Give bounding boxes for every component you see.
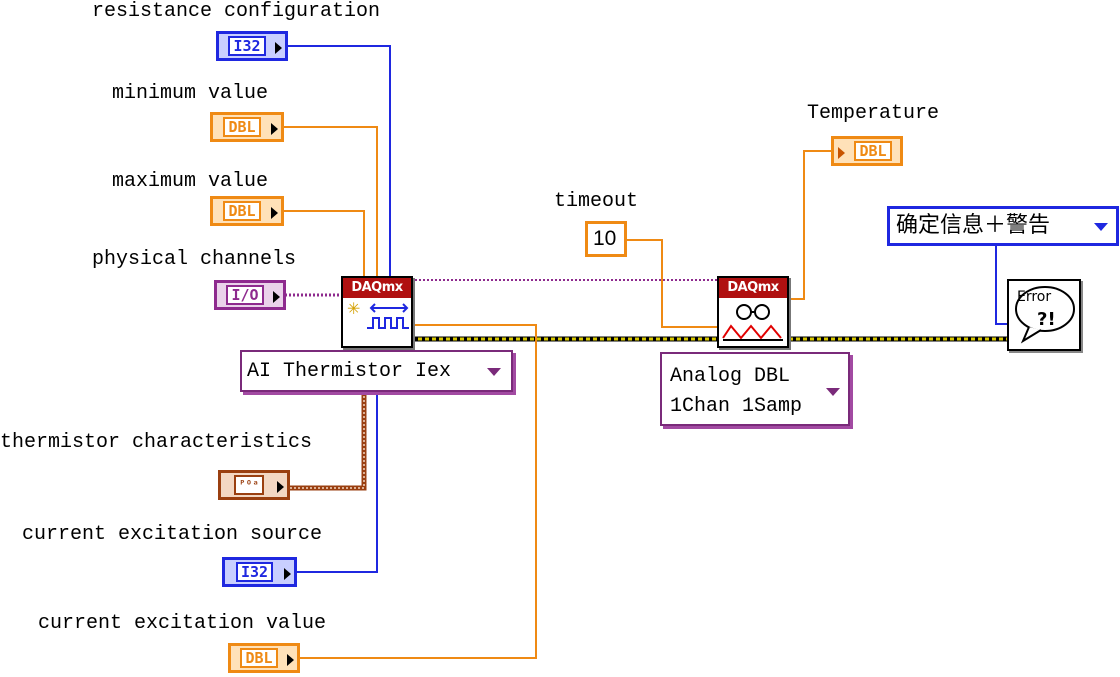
wire-thermistor-characteristics xyxy=(290,348,365,489)
selector-value: AI Thermistor Iex xyxy=(247,360,452,383)
arrow-right-icon xyxy=(273,291,280,303)
read-glasses-icon xyxy=(722,304,783,341)
selector-value-line1: Analog DBL xyxy=(670,365,791,388)
terminal-minimum-value[interactable]: DBL xyxy=(210,112,284,142)
label-current-excitation-value: current excitation value xyxy=(38,612,327,635)
terminal-physical-channels[interactable]: I/O xyxy=(214,280,286,310)
svg-text:✳: ✳ xyxy=(347,299,360,318)
wire-current-excitation-source xyxy=(297,348,378,573)
arrow-right-icon xyxy=(838,147,845,159)
terminal-current-excitation-source[interactable]: I32 xyxy=(222,557,297,587)
simple-error-handler-vi[interactable]: Error ?! xyxy=(1007,279,1081,351)
selector-value: 确定信息＋警告 xyxy=(896,213,1051,238)
terminal-type-label: DBL xyxy=(223,201,261,221)
terminal-current-excitation-value[interactable]: DBL xyxy=(228,643,300,673)
chevron-down-icon xyxy=(1094,223,1108,231)
create-channel-icon: ✳ xyxy=(347,299,409,329)
arrow-right-icon xyxy=(287,654,294,666)
label-thermistor-characteristics: thermistor characteristics xyxy=(0,431,313,454)
terminal-maximum-value[interactable]: DBL xyxy=(210,196,284,226)
wire-timeout xyxy=(627,239,718,328)
terminal-type-label: I32 xyxy=(228,36,266,56)
selector-error-dialog-type[interactable]: 确定信息＋警告 xyxy=(887,206,1119,246)
daqmx-create-channel-vi[interactable]: DAQmx ✳ xyxy=(341,276,413,348)
chevron-down-icon xyxy=(487,368,501,376)
label-maximum-value: maximum value xyxy=(112,170,269,193)
selector-create-channel-mode[interactable]: AI Thermistor Iex xyxy=(240,350,513,392)
wire-resistance-configuration xyxy=(287,45,391,278)
constant-timeout[interactable]: 10 xyxy=(585,221,627,257)
wire-minimum-value xyxy=(283,126,378,278)
terminal-thermistor-characteristics[interactable]: ᴾᴼᵃ xyxy=(218,470,290,500)
terminal-type-label: DBL xyxy=(854,141,892,161)
wire-current-excitation-value xyxy=(300,324,537,659)
label-current-excitation-source: current excitation source xyxy=(22,523,323,546)
arrow-right-icon xyxy=(271,207,278,219)
label-minimum-value: minimum value xyxy=(112,82,269,105)
terminal-resistance-configuration[interactable]: I32 xyxy=(216,31,288,61)
error-mark: ?! xyxy=(1037,309,1056,330)
chevron-down-icon xyxy=(826,388,840,396)
label-temperature: Temperature xyxy=(807,102,940,125)
wire-maximum-value xyxy=(283,210,365,278)
arrow-right-icon xyxy=(284,568,291,580)
terminal-type-label: I/O xyxy=(226,285,264,305)
label-timeout: timeout xyxy=(554,190,639,213)
arrow-right-icon xyxy=(271,123,278,135)
label-physical-channels: physical channels xyxy=(92,248,297,271)
wire-dialog-type xyxy=(995,246,1008,325)
label-resistance-configuration: resistance configuration xyxy=(92,0,381,23)
speech-bubble-icon xyxy=(1015,286,1075,344)
selector-read-mode[interactable]: Analog DBL 1Chan 1Samp xyxy=(660,352,850,426)
arrow-right-icon xyxy=(277,481,284,493)
terminal-type-label: I32 xyxy=(235,562,274,582)
terminal-temperature[interactable]: DBL xyxy=(831,136,903,166)
wire-temperature xyxy=(790,150,831,300)
vi-header: DAQmx xyxy=(719,278,787,298)
terminal-type-label: ᴾᴼᵃ xyxy=(234,475,264,495)
daqmx-read-vi[interactable]: DAQmx xyxy=(717,276,789,348)
arrow-right-icon xyxy=(275,42,282,54)
selector-value-line2: 1Chan 1Samp xyxy=(670,395,803,418)
terminal-type-label: DBL xyxy=(223,117,261,137)
terminal-type-label: DBL xyxy=(240,648,278,668)
vi-header: DAQmx xyxy=(343,278,411,298)
error-text: Error xyxy=(1017,289,1052,305)
